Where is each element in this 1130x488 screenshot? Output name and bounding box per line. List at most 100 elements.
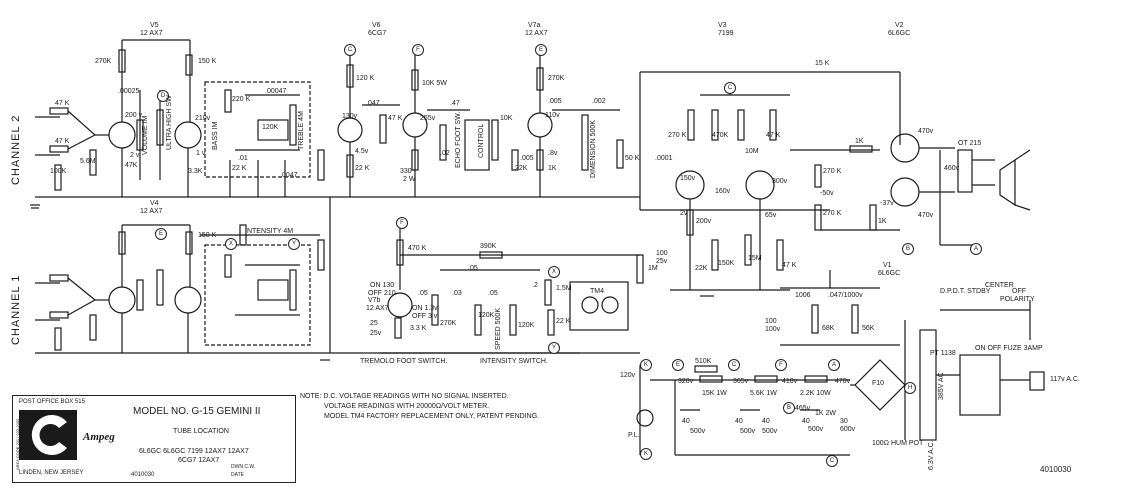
component-label: 470K — [712, 132, 729, 139]
note-line: VOLTAGE READINGS WITH 20000Ω/VOLT METER. — [324, 403, 490, 410]
component-label: 500v — [740, 428, 756, 435]
node-marker: B — [902, 243, 914, 255]
component-label: .05 — [488, 290, 498, 297]
component-label: 1K — [548, 165, 557, 172]
component-label: .47 — [450, 100, 460, 107]
component-label: .00047 — [265, 88, 287, 95]
component-label: 1.5M — [556, 285, 572, 292]
model-title: MODEL NO. G-15 GEMINI II — [133, 406, 261, 417]
component-label: 330 — [400, 168, 412, 175]
component-label: 130v — [342, 113, 358, 120]
component-label: 1K — [878, 218, 887, 225]
component-label: 150 K — [198, 232, 217, 239]
node-marker: A — [970, 243, 982, 255]
component-label: 47K — [125, 162, 138, 169]
component-label: 117v A.C. — [1050, 376, 1080, 383]
component-label: ON 130 — [370, 282, 395, 289]
tube-type: 12 AX7 — [140, 30, 163, 37]
component-label: OT 215 — [958, 140, 982, 147]
component-label: 100v — [765, 326, 781, 333]
component-label: 30 — [840, 418, 848, 425]
component-label: 255v — [420, 115, 436, 122]
component-label: 500v — [762, 428, 778, 435]
node-marker: X — [225, 238, 237, 250]
node-marker: F — [775, 359, 787, 371]
component-label: 10K 5W — [422, 80, 447, 87]
tube-row-1: 6L6GC 6L6GC 7199 12AX7 12AX7 — [139, 448, 249, 455]
component-label: VOLUME IM — [142, 115, 149, 155]
component-label: 22 K — [232, 165, 247, 172]
component-label: 47 K — [782, 262, 797, 269]
component-label: PT 1138 — [930, 350, 956, 357]
component-label: 270 K — [823, 210, 842, 217]
component-label: 40 — [682, 418, 690, 425]
component-label: 1K 2W — [815, 410, 837, 417]
component-label: 120v — [620, 372, 636, 379]
component-label: 6.3V A.C. — [928, 440, 935, 470]
tube-location: TUBE LOCATION — [173, 428, 229, 435]
component-label: ECHO FOOT SW. — [455, 111, 462, 168]
component-label: 22K — [695, 265, 708, 272]
component-label: 470v — [835, 378, 851, 385]
date: DATE — [231, 472, 244, 478]
component-label: .0047 — [280, 172, 298, 179]
component-label: 3.3 K — [410, 325, 427, 332]
component-label: 1M — [648, 265, 658, 272]
node-marker: C — [344, 44, 356, 56]
node-marker: E — [672, 359, 684, 371]
component-label: 1 v — [196, 150, 206, 157]
component-label: 68K — [822, 325, 835, 332]
tube-type: 12 AX7 — [366, 305, 389, 312]
component-label: .2 — [532, 282, 538, 289]
component-label: ON OFF FUZE 3AMP — [975, 345, 1043, 352]
component-label: -50v — [820, 190, 834, 197]
notes-block: NOTE: D.C. VOLTAGE READINGS WITH NO SIGN… — [300, 392, 539, 422]
component-label: .047 — [366, 100, 380, 107]
city: LINDEN, NEW JERSEY — [19, 470, 84, 476]
tube-ref: V5 — [150, 22, 159, 29]
component-label: P.L. — [628, 432, 640, 439]
component-label: 120K — [518, 322, 535, 329]
drawn-by: DWN C.W. — [231, 464, 256, 470]
component-label: ON 1.3v — [412, 305, 438, 312]
po-box: POST OFFICE BOX 515 — [19, 399, 85, 405]
node-marker: Y — [288, 238, 300, 250]
component-label: 47 K — [766, 132, 781, 139]
component-label: -37v — [880, 200, 894, 207]
component-label: 47 K — [55, 138, 70, 145]
component-label: 40 — [735, 418, 743, 425]
node-marker: C — [826, 455, 838, 467]
node-marker: C — [724, 82, 736, 94]
node-marker: F — [412, 44, 424, 56]
component-label: 1006 — [795, 292, 811, 299]
component-label: TREMOLO FOOT SWITCH. — [360, 358, 448, 365]
title-doc-number: 4010030 — [131, 472, 155, 478]
tube-type: 6L6GC — [878, 270, 901, 277]
tube-type: 6L6GC — [888, 30, 911, 37]
component-label: 22 K — [556, 318, 571, 325]
component-label: 40 — [802, 418, 810, 425]
component-label: 320v — [678, 378, 694, 385]
component-label: TM4 — [590, 288, 604, 295]
component-label: 150 K — [198, 58, 217, 65]
component-label: SPEED 500K — [495, 307, 502, 350]
component-label: 410v — [782, 378, 798, 385]
component-label: 2 v — [130, 152, 140, 159]
component-label: 150v — [680, 175, 696, 182]
component-label: D.P.D.T. STDBY — [940, 288, 991, 295]
node-marker: E — [535, 44, 547, 56]
component-label: 460v — [944, 165, 960, 172]
component-label: 200 v — [125, 112, 143, 119]
component-label: 160v — [715, 188, 731, 195]
tube-type: 12 AX7 — [525, 30, 548, 37]
component-label: .01 — [238, 155, 248, 162]
ampeg-logo-icon — [19, 410, 77, 460]
component-label: 270K — [548, 75, 565, 82]
note-line: NOTE: D.C. VOLTAGE READINGS WITH NO SIGN… — [300, 393, 509, 400]
tube-ref: V7a — [528, 22, 541, 29]
component-label: OFF 210 — [368, 290, 396, 297]
component-label: 270K — [95, 58, 112, 65]
component-label: 150K — [718, 260, 735, 267]
component-label: 120K — [262, 124, 279, 131]
